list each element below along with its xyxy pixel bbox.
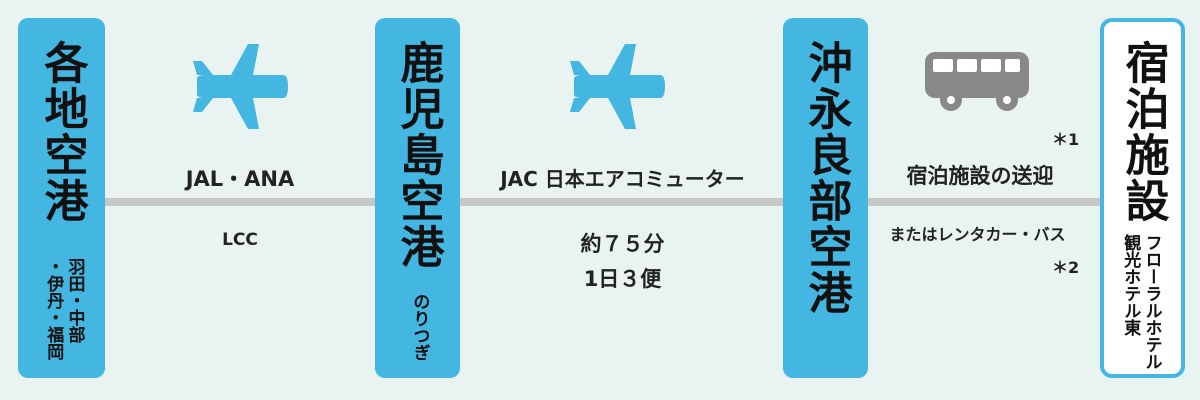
- stop-subtitle: フローラルホテル 観光ホテル東: [1120, 234, 1162, 370]
- stop-subtitle: のりつぎ: [409, 293, 430, 361]
- route-line-1: [105, 198, 375, 206]
- airplane-icon: [193, 44, 288, 129]
- airplane-icon: [570, 44, 665, 129]
- leg2-frequency: 1日３便: [583, 267, 662, 291]
- stop-title: 沖永良部空港: [800, 40, 852, 316]
- stop-kagoshima-airport: 鹿児島空港 のりつぎ: [375, 18, 460, 378]
- leg3-note-2: ＊2: [1052, 258, 1080, 277]
- stop-title: 各地空港: [36, 40, 88, 224]
- stop-origin-airports: 各地空港 羽田・中部 ・伊丹・福岡: [18, 18, 105, 378]
- stop-accommodation: 宿泊施設 フローラルホテル 観光ホテル東: [1100, 18, 1185, 378]
- route-line-3: [868, 198, 1100, 206]
- leg3-option-1: 宿泊施設の送迎: [906, 164, 1054, 188]
- leg3-option-2: またはレンタカー・バス: [889, 225, 1066, 244]
- leg1-detail: LCC: [222, 230, 258, 250]
- stop-title: 宿泊施設: [1117, 40, 1169, 224]
- stop-subtitle: 羽田・中部 ・伊丹・福岡: [43, 258, 85, 360]
- leg3-note-1: ＊1: [1052, 130, 1080, 149]
- stop-okinoerabu-airport: 沖永良部空港: [783, 18, 868, 378]
- leg2-carrier: JAC 日本エアコミューター: [500, 167, 745, 191]
- leg2-duration: 約７５分: [580, 232, 665, 256]
- leg1-carrier: JAL・ANA: [185, 167, 295, 191]
- bus-icon: [925, 52, 1029, 111]
- stop-title: 鹿児島空港: [392, 40, 444, 270]
- route-line-2: [460, 198, 785, 206]
